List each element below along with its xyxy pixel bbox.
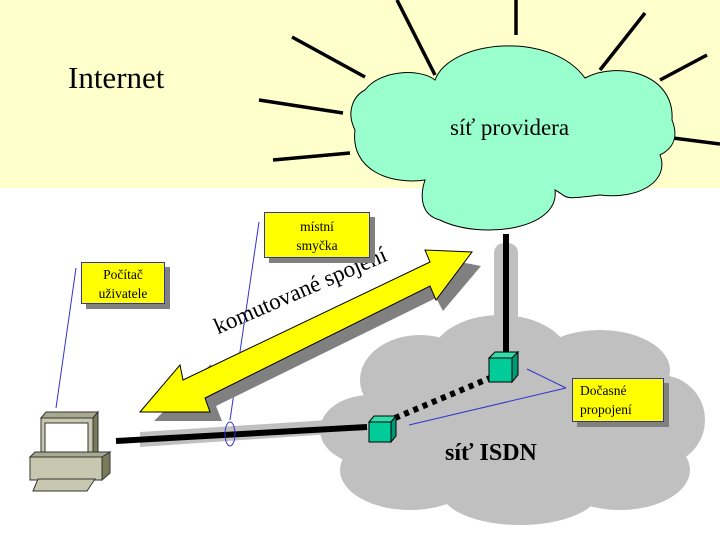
internet-label: Internet bbox=[68, 60, 165, 95]
callout-user-computer: Počítač uživatele bbox=[81, 262, 165, 304]
switched-connection-arrow bbox=[138, 249, 473, 413]
isdn-network-label: síť ISDN bbox=[445, 440, 537, 466]
temporary-connection bbox=[393, 375, 492, 421]
switch-node-icon bbox=[487, 350, 520, 384]
ray bbox=[598, 11, 647, 72]
callout-temporary-link: Dočasné propojení bbox=[572, 378, 664, 422]
pointer-pc bbox=[55, 267, 77, 409]
callout-line: uživatele bbox=[98, 286, 148, 301]
pointer-temp-1 bbox=[526, 368, 567, 389]
ray bbox=[291, 35, 366, 79]
provider-network-label: síť providera bbox=[450, 115, 570, 140]
callout-line: místní bbox=[300, 219, 334, 234]
pointer-temp-2 bbox=[408, 387, 567, 426]
ray bbox=[395, 0, 437, 76]
ray bbox=[272, 151, 351, 162]
callout-local-loop: místní smyčka bbox=[264, 212, 370, 258]
computer-icon bbox=[28, 410, 112, 492]
callout-line: Dočasné bbox=[580, 383, 627, 398]
internet-rays bbox=[258, 0, 720, 162]
callout-line: propojení bbox=[580, 402, 632, 417]
local-loop-line bbox=[115, 424, 368, 444]
ray bbox=[672, 136, 720, 146]
callout-line: Počítač bbox=[103, 267, 143, 282]
switch-node-icon bbox=[367, 414, 398, 444]
provider-cloud bbox=[350, 45, 676, 231]
callout-line: smyčka bbox=[296, 238, 338, 253]
ray bbox=[258, 98, 344, 115]
ray bbox=[659, 53, 708, 82]
loop-marker bbox=[224, 421, 236, 447]
